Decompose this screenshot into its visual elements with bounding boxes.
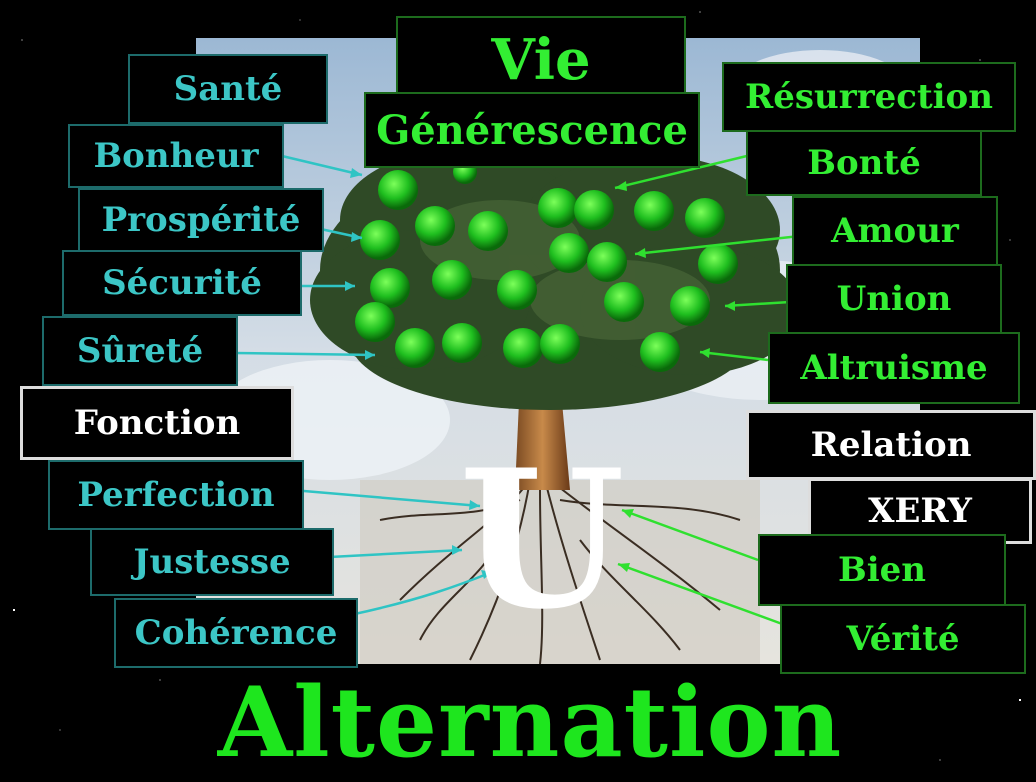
title-alternation: Alternation	[217, 665, 843, 779]
label-xery: XERY	[808, 478, 1032, 544]
right-arrows	[614, 152, 801, 627]
letter-u: U	[459, 428, 625, 651]
label-altruisme: Altruisme	[768, 332, 1020, 404]
label-vie: Vie	[396, 16, 686, 104]
label-generescence: Générescence	[364, 92, 700, 168]
label-sante: Santé	[128, 54, 328, 124]
label-securite: Sécurité	[62, 250, 302, 316]
label-resurrection: Résurrection	[722, 62, 1016, 132]
label-surete: Sûreté	[42, 316, 238, 386]
label-bien: Bien	[758, 534, 1006, 606]
label-perfection: Perfection	[48, 460, 304, 530]
label-verite: Vérité	[780, 604, 1026, 674]
label-bonheur: Bonheur	[68, 124, 284, 188]
label-prosperite: Prospérité	[78, 188, 324, 252]
label-union: Union	[786, 264, 1002, 334]
label-fonction: Fonction	[20, 386, 294, 460]
label-bonte: Bonté	[746, 130, 982, 196]
label-relation: Relation	[746, 410, 1036, 480]
apples	[355, 160, 738, 372]
label-justesse: Justesse	[90, 528, 334, 596]
label-coherence: Cohérence	[114, 598, 358, 668]
label-amour: Amour	[792, 196, 998, 266]
